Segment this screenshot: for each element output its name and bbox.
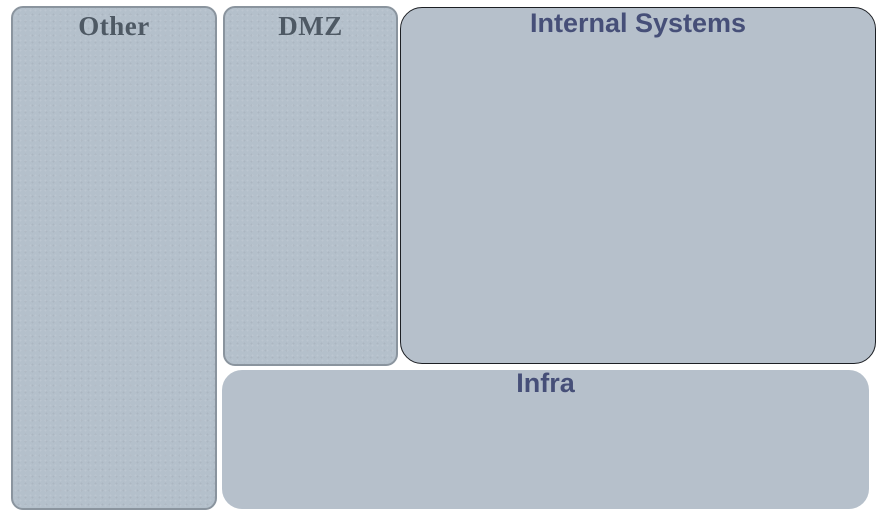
zone-infra-title: Infra <box>516 368 575 398</box>
zone-internal-systems-title: Internal Systems <box>529 8 747 38</box>
zone-internal-systems: Internal Systems <box>400 7 876 364</box>
zone-other-title: Other <box>78 11 150 41</box>
zone-dmz-title: DMZ <box>278 11 343 41</box>
zone-other: Other <box>11 6 217 510</box>
zone-dmz: DMZ <box>223 6 398 366</box>
zone-infra: Infra <box>222 368 869 509</box>
